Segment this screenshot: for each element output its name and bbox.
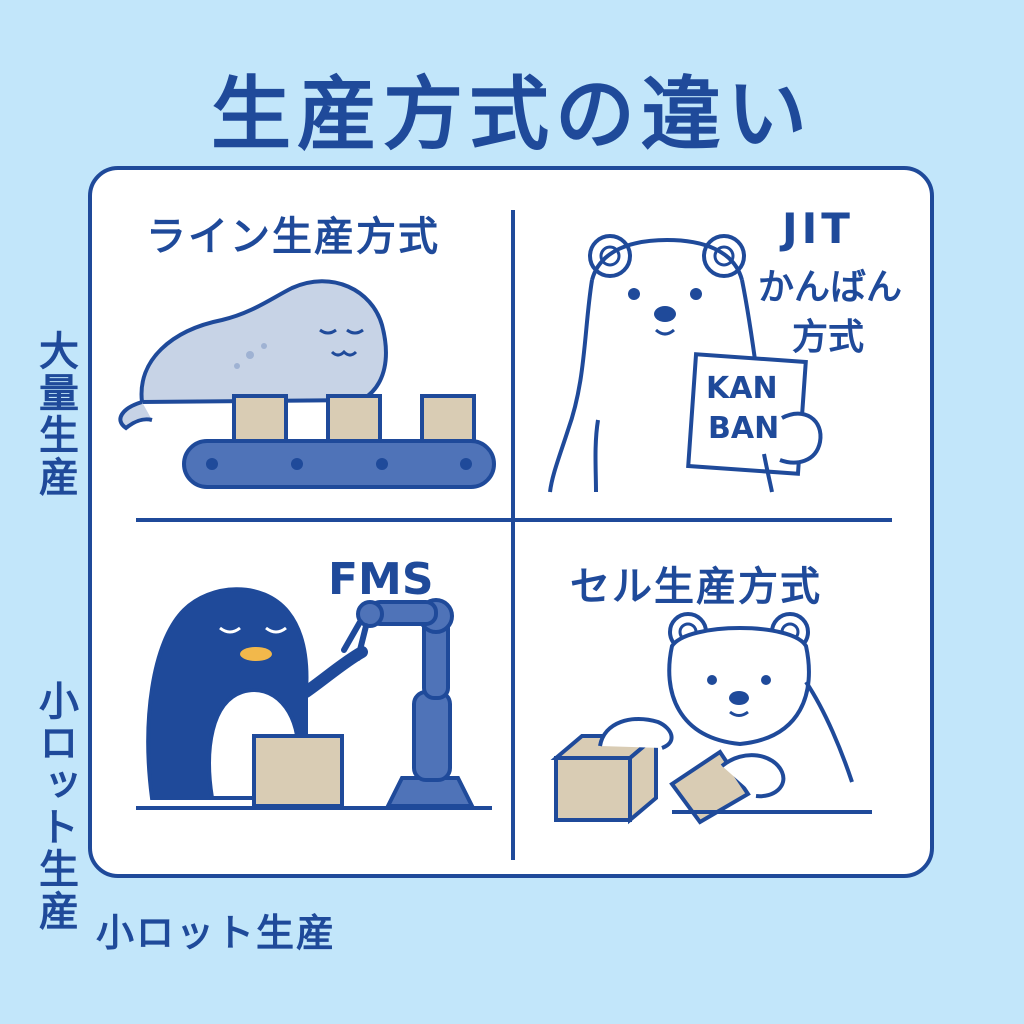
penguin-beak <box>240 647 272 661</box>
conveyor-belt <box>182 439 496 489</box>
kanban-card-line2: BAN <box>708 411 779 446</box>
axis-label-mass-production: 大量生産 <box>32 330 78 498</box>
box <box>232 394 288 443</box>
vertical-divider <box>511 210 515 860</box>
quadrant-label-kanban: かんばん <box>758 267 903 308</box>
axis-label-small-lot-horizontal: 小ロット生産 <box>96 911 337 955</box>
box <box>326 394 382 443</box>
bear-paw <box>720 753 786 799</box>
quadrant-label-jit: JIT <box>782 204 854 253</box>
polar-bear-boxes-illustration <box>550 612 872 825</box>
seal-tail <box>118 400 153 431</box>
horizontal-divider <box>136 518 892 522</box>
page-title: 生産方式の違い <box>211 68 813 161</box>
seal-body <box>139 279 388 405</box>
quadrant-panel: ライン生産方式 JIT かんばん 方式 <box>88 166 934 878</box>
seal-conveyor-illustration <box>118 279 496 489</box>
axis-label-small-lot-vertical: 小ロット生産 <box>32 680 78 932</box>
quadrant-label-cell-production: セル生産方式 <box>570 564 822 610</box>
robot-base <box>384 776 476 808</box>
bear-head <box>667 626 811 747</box>
box <box>554 756 632 822</box>
bear-head <box>590 237 744 281</box>
bear-body <box>804 680 854 783</box>
quadrant-label-fms: FMS <box>328 554 434 605</box>
kanban-card-line1: KAN <box>706 371 778 406</box>
quadrant-label-method: 方式 <box>792 317 865 358</box>
box <box>252 734 344 808</box>
bear-paw <box>779 411 823 465</box>
bear-paw <box>598 717 674 750</box>
polar-bear-kanban-illustration: KAN BAN <box>548 234 823 493</box>
robot-column <box>412 690 452 782</box>
robot-gripper <box>341 619 369 661</box>
box <box>420 394 476 443</box>
penguin-robot-illustration <box>136 587 492 810</box>
quadrant-label-line-production: ライン生産方式 <box>146 214 440 260</box>
